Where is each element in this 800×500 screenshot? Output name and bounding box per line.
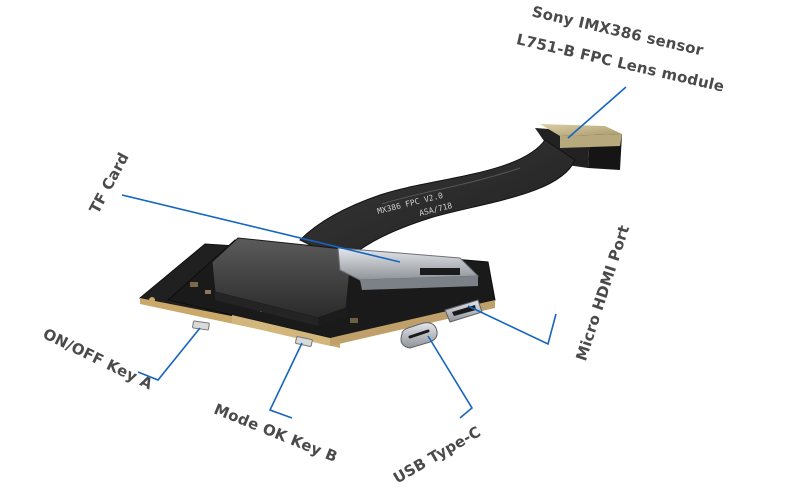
usb-type-c-port	[400, 322, 438, 349]
mode-ok-key	[295, 336, 313, 347]
callout-mode-ok	[268, 342, 303, 419]
sensor-gold-plate	[540, 124, 622, 136]
lens-module	[535, 124, 622, 170]
shield-can	[211, 237, 353, 326]
callout-tf-card	[121, 194, 401, 263]
fpc-cable: MX386 FPC V2.0 ASA/718	[299, 139, 576, 263]
on-off-key	[192, 320, 210, 331]
callout-lines	[121, 86, 627, 419]
callout-on-off	[137, 327, 201, 381]
callout-usb	[427, 335, 474, 419]
callout-sensor	[567, 86, 627, 139]
callout-micro-hdmi	[467, 305, 557, 346]
